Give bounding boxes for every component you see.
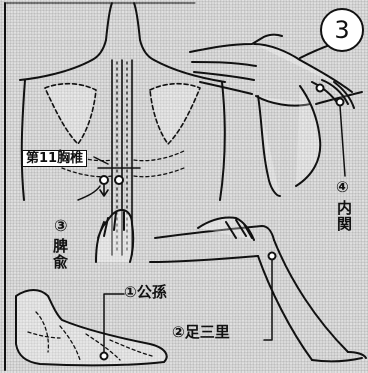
knee-hand — [198, 217, 254, 240]
pishu-hand — [96, 210, 133, 262]
point4-number: ④ — [336, 180, 349, 195]
pishu-right-point — [115, 176, 123, 184]
shin-back — [258, 256, 312, 360]
zusanli-label: ②足三里 — [172, 325, 230, 340]
zusanli-leader — [264, 260, 272, 340]
right-scapula — [150, 84, 200, 144]
point3-number: ③ — [54, 218, 68, 234]
left-scapula — [45, 84, 96, 144]
t11-label: 第11胸椎 — [22, 150, 87, 167]
thigh-lower — [150, 256, 258, 262]
neiguan-point-a — [317, 85, 324, 92]
foot-figure — [16, 290, 167, 365]
shin-front — [274, 240, 348, 352]
gongsun-point — [101, 353, 108, 360]
neiguan-label: 内関 — [336, 200, 351, 232]
back-figure — [20, 3, 225, 262]
gongsun-label: ①公孫 — [124, 285, 167, 300]
pishu-label: 脾兪 — [52, 238, 67, 270]
diagram-number: 3 — [320, 8, 364, 52]
neck — [106, 3, 140, 40]
foot-right — [312, 352, 366, 361]
neiguan-leader — [340, 106, 345, 176]
pishu-arrow — [100, 184, 108, 196]
hands-figure — [190, 35, 362, 196]
zusanli-point — [269, 253, 276, 260]
neiguan-point-b — [337, 99, 344, 106]
pishu-left-point — [100, 176, 108, 184]
pishu-leader — [78, 186, 100, 200]
